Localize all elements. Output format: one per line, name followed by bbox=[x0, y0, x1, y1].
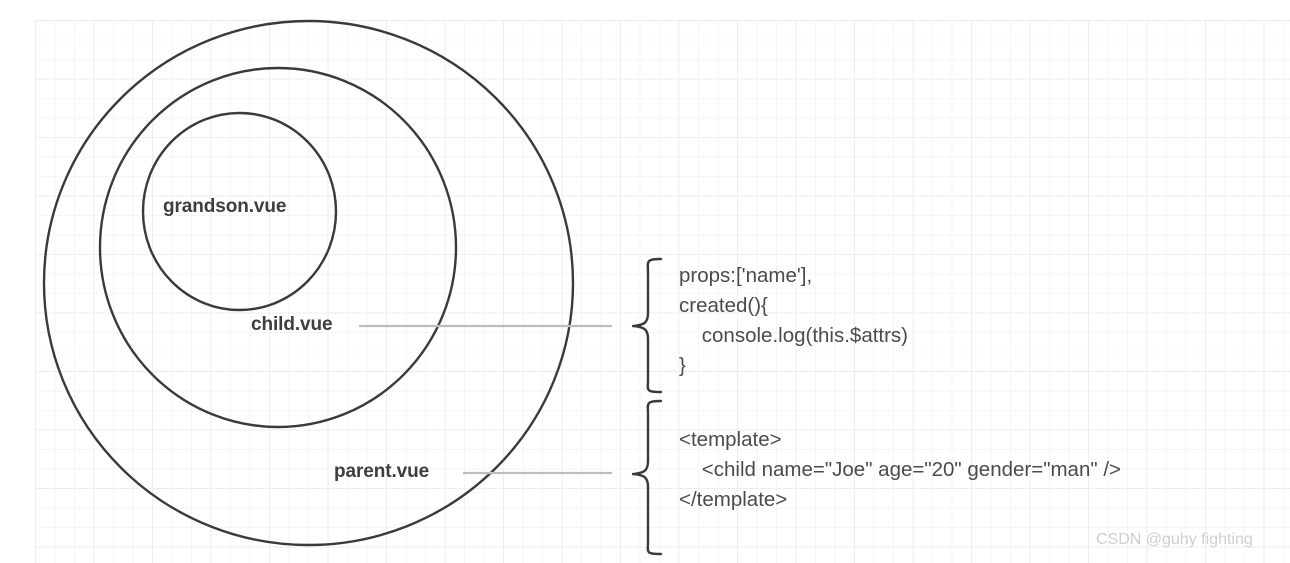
code-snippet-child-vue: props:['name'], created(){ console.log(t… bbox=[679, 264, 909, 377]
brace-child-code bbox=[631, 257, 663, 394]
label-child-vue: child.vue bbox=[251, 314, 333, 335]
label-grandson-vue: grandson.vue bbox=[163, 196, 287, 217]
circle-grandson-vue bbox=[141, 111, 338, 312]
watermark-text: CSDN @guhy fighting bbox=[1096, 531, 1253, 548]
circle-child-vue bbox=[98, 66, 458, 429]
brace-parent-code bbox=[631, 399, 663, 556]
graph-paper-grid bbox=[35, 20, 1290, 563]
code-snippet-parent-vue: <template> <child name="Joe" age="20" ge… bbox=[679, 428, 1121, 511]
label-parent-vue: parent.vue bbox=[334, 461, 430, 482]
circle-parent-vue bbox=[42, 19, 575, 547]
